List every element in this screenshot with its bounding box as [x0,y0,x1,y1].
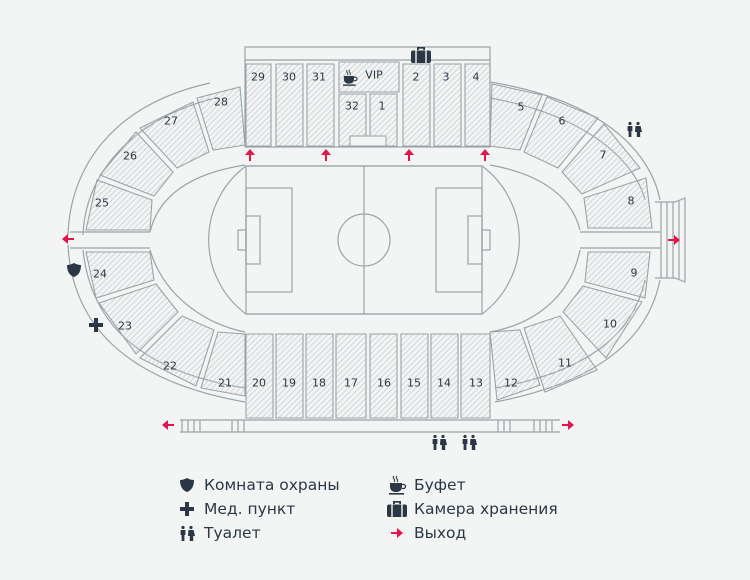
sector-4-label: 4 [473,71,480,84]
sector-15-label: 15 [407,377,421,390]
sector-8-label: 8 [628,195,635,208]
sector-7-shape[interactable] [561,123,641,195]
sector-21-label: 21 [218,377,232,390]
sector-19-label: 19 [282,377,296,390]
sector-24-label: 24 [93,268,107,281]
sector-25-shape[interactable] [85,179,153,231]
sectors-layer [85,61,653,419]
sector-30-label: 30 [282,71,296,84]
sector-6-label: 6 [559,115,566,128]
sector-14-shape[interactable] [430,333,459,419]
sector-29-shape[interactable] [245,63,272,147]
sector-27-label: 27 [164,115,178,128]
sector-5-shape[interactable] [489,83,543,151]
sector-13-label: 13 [469,377,483,390]
sector-26-shape[interactable] [99,131,174,197]
sector-29-label: 29 [251,71,265,84]
legend-medical-label: Мед. пункт [204,500,296,518]
sector-16-shape[interactable] [369,333,398,419]
sector-31-shape[interactable] [306,63,335,147]
sector-15-shape[interactable] [400,333,429,419]
legend-toilet-label: Туалет [204,524,261,542]
sector-24-shape[interactable] [85,251,155,299]
exit-arrow-icon [62,234,74,244]
shield-icon [180,478,194,492]
sector-1-label: 1 [379,100,386,113]
sector-18-shape[interactable] [305,333,334,419]
sector-5-label: 5 [518,101,525,114]
toilet-icon [462,434,477,450]
arrow-icon [391,528,403,538]
sector-10-label: 10 [603,318,617,331]
cup-icon [388,475,407,496]
sector-1-shape[interactable] [369,93,398,147]
sector-14-label: 14 [437,377,451,390]
toilet-icon [180,525,195,541]
sector-17-label: 17 [344,377,358,390]
legend-buffet: Буфет [386,474,466,496]
sector-2-shape[interactable] [402,63,431,147]
sector-32-label: 32 [345,100,359,113]
exit-arrow-icon [321,149,331,161]
sector-16-label: 16 [377,377,391,390]
legend-buffet-label: Буфет [414,476,466,494]
sector-12-shape[interactable] [489,329,541,401]
sector-28-label: 28 [214,96,228,109]
sector-20-label: 20 [252,377,266,390]
sector-22-shape[interactable] [139,315,215,387]
exit-arrow-icon [668,235,680,245]
shield-icon [67,263,81,277]
sector-22-label: 22 [163,360,177,373]
legend-toilet: Туалет [176,522,261,544]
legend-storage: Камера хранения [386,498,558,520]
stadium-outline [67,46,686,433]
sector-9-label: 9 [631,267,638,280]
sector-27-shape[interactable] [139,101,210,169]
toilet-icon [432,434,447,450]
sector-21-shape[interactable] [200,331,246,397]
sector-19-shape[interactable] [275,333,304,419]
sector-11-label: 11 [558,357,572,370]
sector-2-label: 2 [413,71,420,84]
sector-3-shape[interactable] [433,63,462,147]
exit-arrow-icon [562,420,574,430]
sector-23-shape[interactable] [98,283,179,355]
legend-storage-label: Камера хранения [414,500,558,518]
legend-security: Комната охраны [176,474,340,496]
exit-arrow-icon [245,149,255,161]
sector-17-shape[interactable] [335,333,367,419]
sector-28-shape[interactable] [196,86,246,151]
suitcase-icon [387,501,407,517]
sector-3-label: 3 [443,71,450,84]
sector-10-shape[interactable] [562,285,643,359]
toilet-icon [627,121,642,137]
legend-exit: Выход [386,522,466,544]
sector-18-label: 18 [312,377,326,390]
legend-medical: Мед. пункт [176,498,295,520]
exit-arrow-icon [404,149,414,161]
sector-8-shape[interactable] [583,177,653,229]
legend-exit-label: Выход [414,524,467,542]
exit-arrow-icon [162,420,174,430]
sector-26-label: 26 [123,150,137,163]
sector-12-label: 12 [504,377,518,390]
sector-23-label: 23 [118,320,132,333]
storage-icon [411,47,431,63]
sector-7-label: 7 [600,149,607,162]
football-field [208,165,520,315]
sector-20-shape[interactable] [245,333,274,419]
exit-arrow-icon [480,149,490,161]
sector-11-shape[interactable] [523,315,598,393]
sector-31-label: 31 [312,71,326,84]
sector-25-label: 25 [95,197,109,210]
sector-30-shape[interactable] [275,63,304,147]
legend-security-label: Комната охраны [204,476,340,494]
vip-label: VIP [365,69,383,82]
sector-6-shape[interactable] [523,96,599,169]
sector-13-shape[interactable] [460,333,491,419]
cross-icon [180,502,194,516]
sector-9-shape[interactable] [584,251,651,299]
